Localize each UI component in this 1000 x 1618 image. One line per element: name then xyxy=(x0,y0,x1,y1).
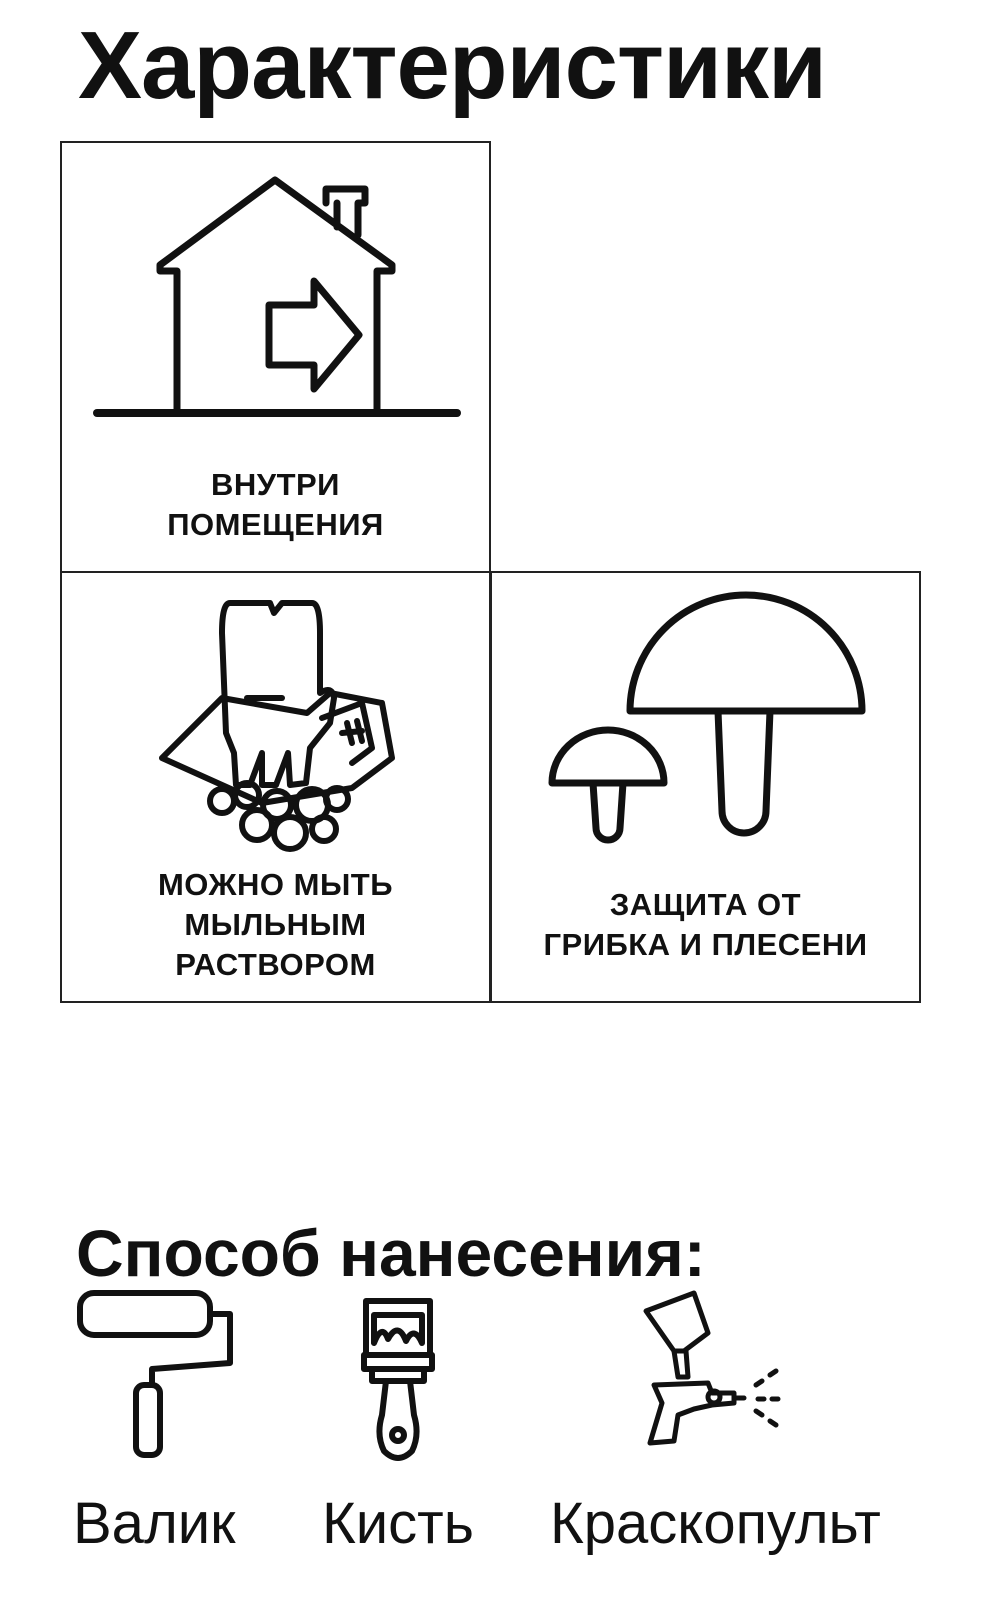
tool-label-brush: Кисть xyxy=(322,1491,474,1556)
application-title: Способ нанесения: xyxy=(76,1216,706,1290)
feature-label-washable: МОЖНО МЫТЬ МЫЛЬНЫМ РАСТВОРОМ xyxy=(157,867,394,982)
spray-gun-icon xyxy=(643,1290,781,1446)
tool-label-roller: Валик xyxy=(73,1491,236,1556)
feature-card-indoor: ВНУТРИ ПОМЕЩЕНИЯ xyxy=(60,141,491,573)
feature-card-antifungal: ЗАЩИТА ОТ ГРИБКА И ПЛЕСЕНИ xyxy=(490,571,921,1003)
house-arrow-icon xyxy=(93,176,461,417)
page-title: Характеристики xyxy=(78,12,827,119)
feature-label-antifungal: ЗАЩИТА ОТ ГРИБКА И ПЛЕСЕНИ xyxy=(543,887,868,962)
paint-brush-icon xyxy=(361,1298,435,1461)
tool-label-spray-gun: Краскопульт xyxy=(550,1491,881,1556)
feature-card-washable: МОЖНО МЫТЬ МЫЛЬНЫМ РАСТВОРОМ xyxy=(60,571,491,1003)
paint-roller-icon xyxy=(77,1290,233,1458)
feature-label-indoor: ВНУТРИ ПОМЕЩЕНИЯ xyxy=(167,467,384,542)
tool-brush: Кисть xyxy=(320,1285,520,1605)
tool-roller: Валик xyxy=(70,1285,290,1605)
mushrooms-icon xyxy=(548,591,866,844)
washing-hand-icon xyxy=(159,600,395,852)
tool-spray-gun: Краскопульт xyxy=(548,1285,898,1605)
